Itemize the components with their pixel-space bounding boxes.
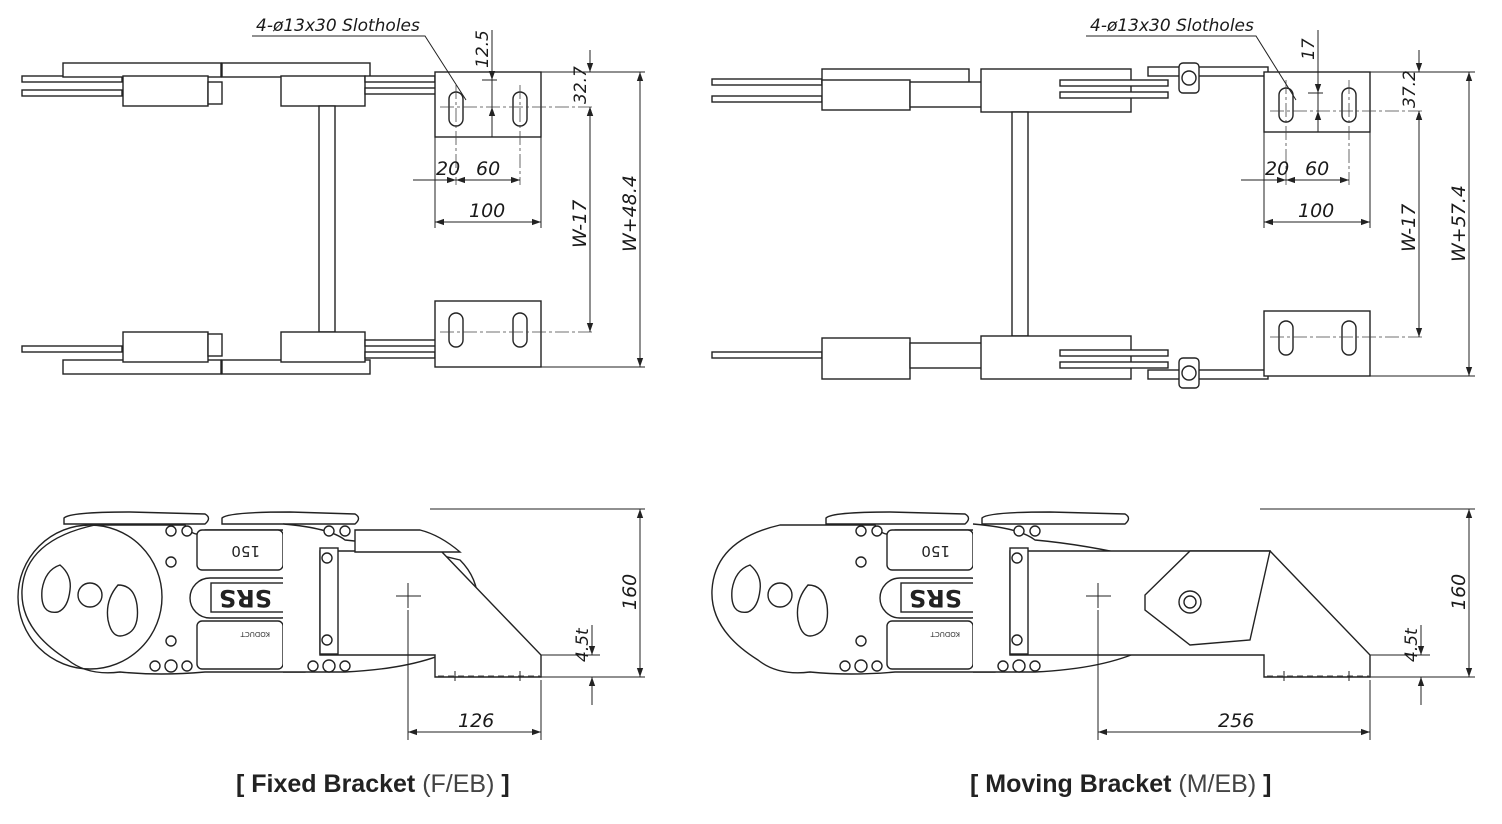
moving-dim-height: 160 — [1448, 574, 1470, 610]
moving-dim-outer: W+57.4 — [1448, 185, 1470, 262]
fixed-plate-small-text: KODUCT — [240, 630, 270, 638]
fixed-dim-height: 160 — [619, 574, 641, 610]
moving-dim-width: 100 — [1298, 200, 1334, 222]
moving-dim-x1: 20 — [1265, 158, 1289, 180]
fixed-slot-callout: 4-ø13x30 Slotholes — [256, 16, 420, 36]
moving-dim-thick: 4.5t — [1402, 627, 1422, 662]
fixed-dim-outer: W+48.4 — [619, 175, 641, 252]
moving-side-view — [711, 508, 1475, 740]
fixed-dim-thick: 4.5t — [573, 627, 593, 662]
fixed-caption-title: [ Fixed Bracket — [236, 770, 416, 798]
fixed-bracket-caption: [ Fixed Bracket (F/EB) ] — [236, 770, 510, 799]
moving-brand-plate — [900, 582, 976, 613]
fixed-bracket-body — [319, 550, 542, 678]
moving-bracket-caption: [ Moving Bracket (M/EB) ] — [970, 770, 1271, 799]
fixed-caption-end: ] — [501, 770, 510, 798]
moving-caption-end: ] — [1263, 770, 1272, 798]
fixed-plate-number: 150 — [231, 542, 260, 560]
moving-caption-code: (M/EB) — [1178, 770, 1257, 798]
moving-dim-hole-offset: 17 — [1299, 38, 1319, 60]
fixed-top-view — [21, 30, 645, 375]
fixed-dim-x1: 20 — [436, 158, 460, 180]
moving-top-view — [711, 30, 1475, 389]
fixed-dim-width: 100 — [469, 200, 505, 222]
moving-dim-x2: 60 — [1305, 158, 1329, 180]
fixed-side-view — [17, 508, 645, 740]
fixed-dim-hole-offset: 12.5 — [473, 30, 493, 68]
moving-caption-title: [ Moving Bracket — [970, 770, 1172, 798]
moving-dim-length: 256 — [1218, 710, 1254, 732]
fixed-caption-code: (F/EB) — [422, 770, 495, 798]
fixed-dim-x2: 60 — [476, 158, 500, 180]
moving-dim-edge: 37.2 — [1400, 70, 1420, 108]
moving-slot-callout: 4-ø13x30 Slotholes — [1090, 16, 1254, 36]
fixed-dim-length: 126 — [458, 710, 494, 732]
moving-dim-inner: W-17 — [1398, 204, 1420, 252]
fixed-dim-inner: W-17 — [569, 200, 591, 248]
fixed-brand-logo: SRS — [219, 584, 272, 612]
fixed-dim-edge: 32.7 — [571, 66, 591, 104]
fixed-brand-plate — [210, 582, 286, 613]
moving-plate-number: 150 — [921, 542, 950, 560]
moving-plate-small-text: KODUCT — [930, 630, 960, 638]
moving-brand-logo: SRS — [909, 584, 962, 612]
